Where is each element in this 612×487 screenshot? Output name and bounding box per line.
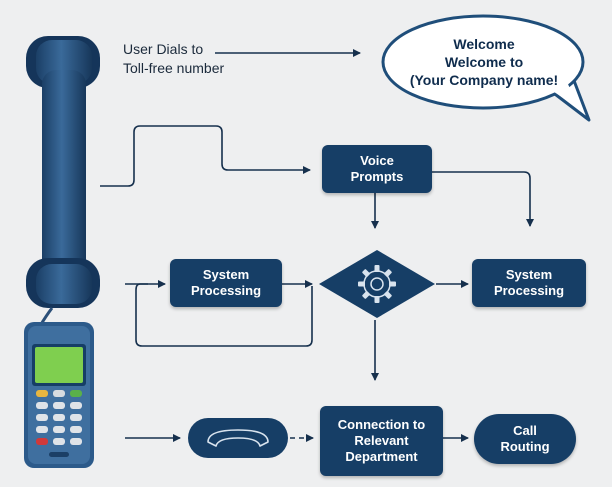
system-processing-right-node: System Processing [472, 259, 586, 307]
call-routing-line-1: Call [513, 423, 537, 438]
call-routing-line-2: Routing [500, 439, 550, 454]
system-processing-right-line-1: System [505, 267, 553, 282]
decision-gear-node [319, 250, 435, 318]
greeting-line-1: Welcome [453, 36, 515, 52]
arrow-voice-prompts-to-right [432, 171, 534, 227]
connection-line-3: Department [345, 449, 418, 464]
call-routing-node: Call Routing [474, 414, 576, 464]
speech-bubble [381, 14, 591, 122]
greeting-line-2: Welcome to [444, 54, 524, 70]
user-dials-caption: User Dials to Toll-free number [123, 40, 243, 78]
voice-prompts-line-1: Voice [360, 153, 394, 168]
connection-line-1: Connection to [337, 417, 426, 432]
connection-node: Connection to Relevant Department [320, 406, 443, 476]
connection-line-2: Relevant [354, 433, 409, 448]
voice-prompts-line-2: Prompts [350, 169, 404, 184]
arrow-phone-to-voice-prompts [100, 125, 311, 187]
voice-prompts-node: Voice Prompts [322, 145, 432, 193]
caption-line-1: User Dials to [123, 41, 204, 57]
greeting-line-3: (Your Company name! [409, 72, 559, 88]
loop-left-processing [135, 283, 313, 347]
greeting-text: Welcome Welcome to (Your Company name! [392, 35, 576, 89]
caption-line-2: Toll-free number [123, 60, 225, 76]
system-processing-left-line-2: Processing [190, 283, 262, 298]
mobile-phone-icon [24, 322, 94, 468]
system-processing-left-node: System Processing [170, 259, 282, 307]
system-processing-left-line-1: System [202, 267, 250, 282]
handset-icon [188, 418, 288, 458]
system-processing-right-line-2: Processing [493, 283, 565, 298]
gear-icon [358, 265, 396, 303]
telephone-handset-icon [26, 36, 100, 327]
